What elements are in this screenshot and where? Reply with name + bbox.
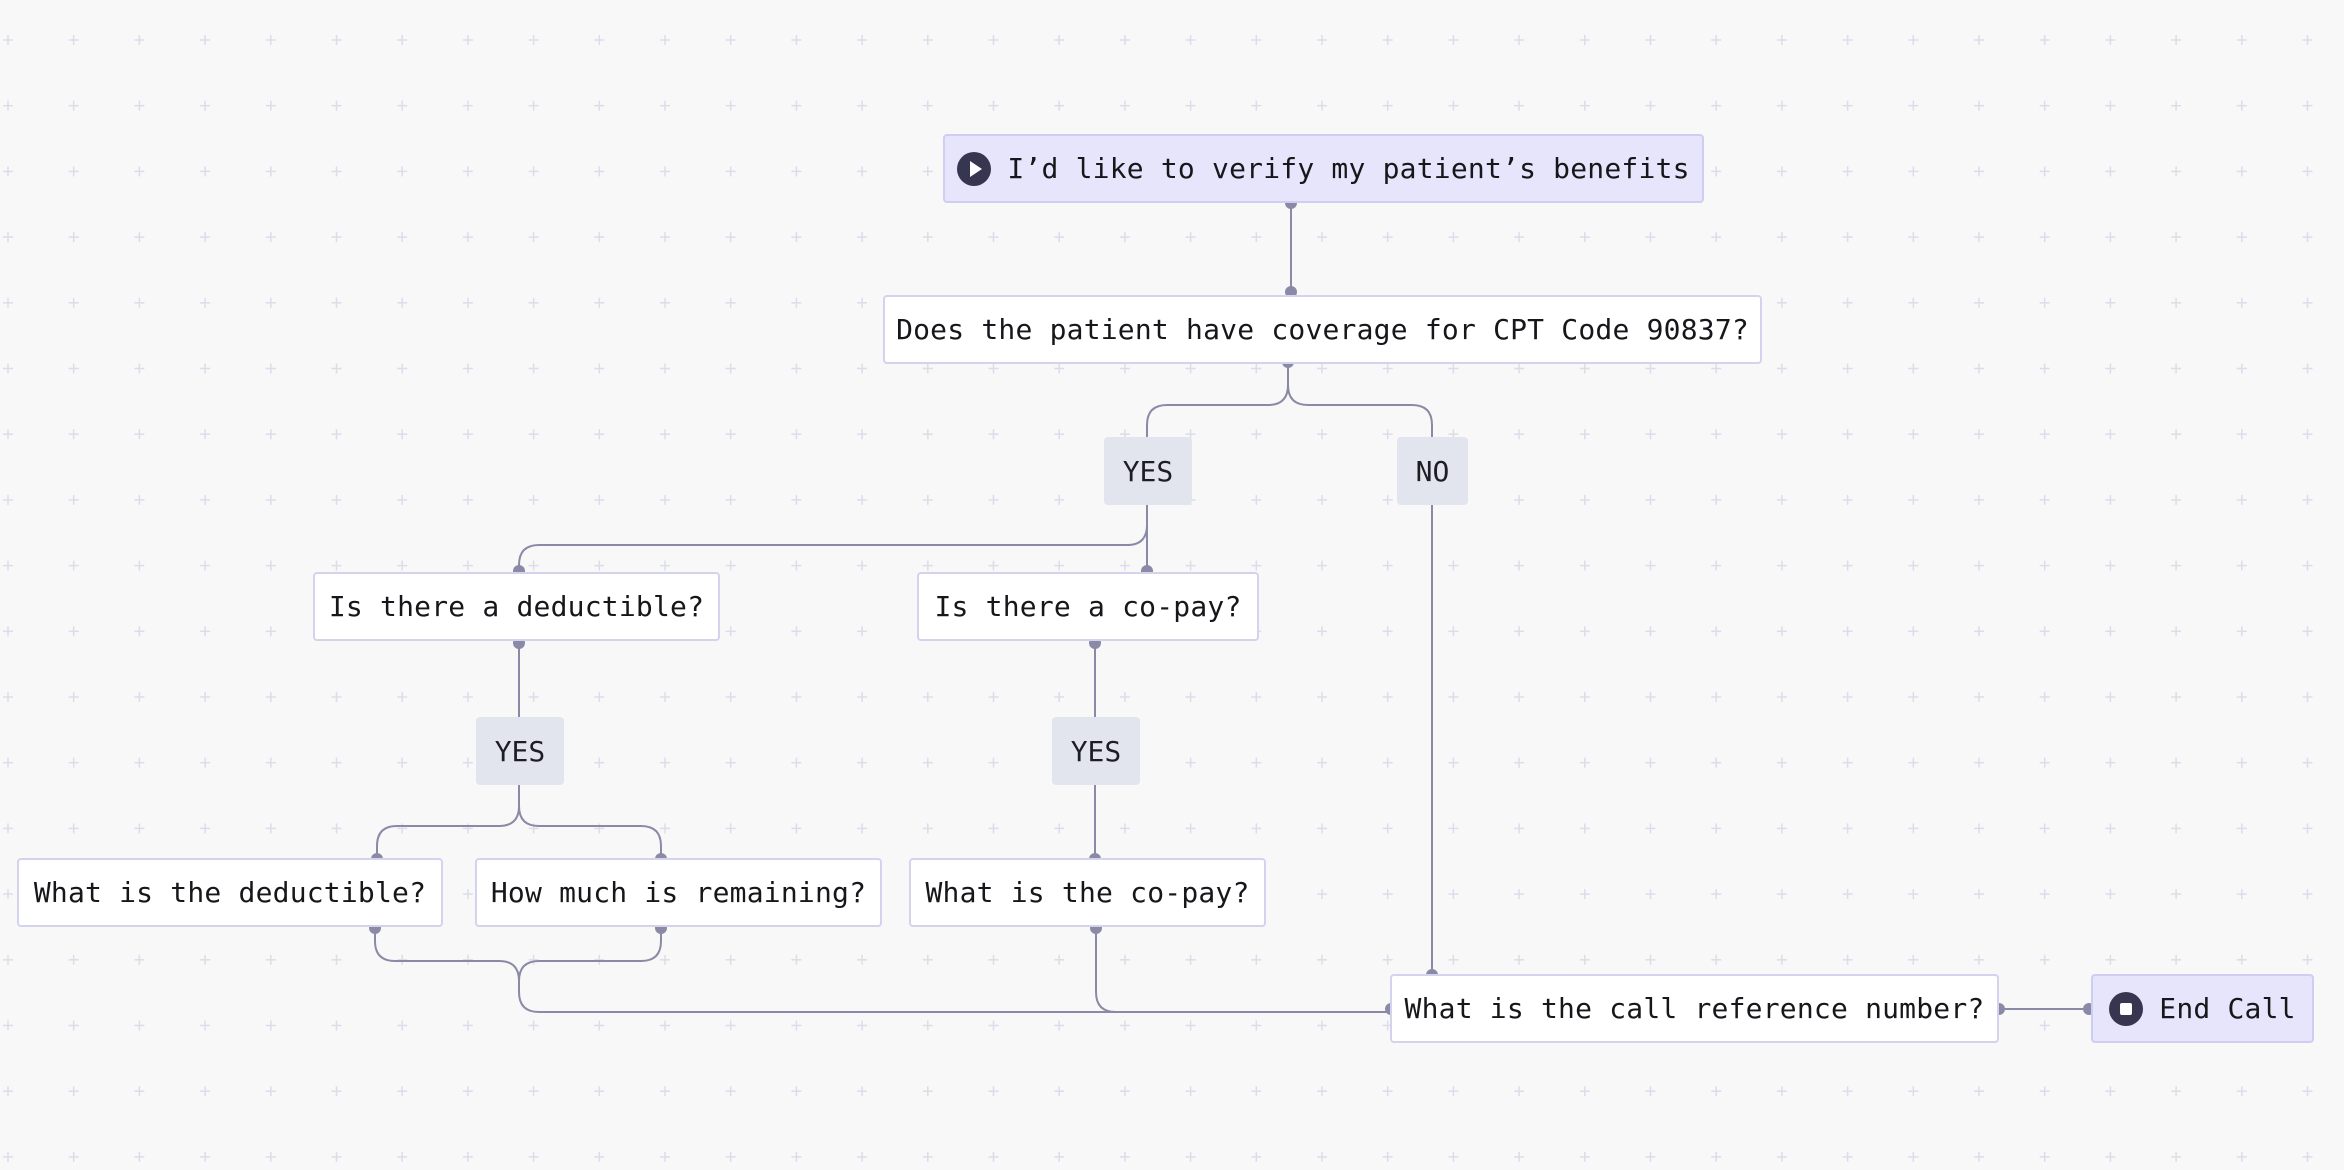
edge-yes-to-deductible (518, 505, 1148, 571)
reference-number-label: What is the call reference number? (1404, 992, 1985, 1025)
reference-number-node[interactable]: What is the call reference number? (1390, 974, 1999, 1043)
edge-copay-amount-to-reference (1095, 928, 1117, 1013)
coverage-yes-label: YES (1104, 437, 1192, 505)
copay-question-label: Is there a co-pay? (934, 590, 1242, 623)
edge-deductible-amount-to-reference (374, 928, 1390, 1013)
play-icon (957, 151, 992, 186)
start-node-label: I’d like to verify my patient’s benefits (1007, 152, 1690, 185)
edge-coverage-to-no (1287, 362, 1433, 437)
edge-yes-to-deductible-amount (376, 785, 520, 859)
edge-yes-to-remaining (518, 785, 662, 859)
remaining-node[interactable]: How much is remaining? (475, 858, 882, 927)
copay-question-node[interactable]: Is there a co-pay? (917, 572, 1259, 641)
copay-yes-label: YES (1052, 717, 1140, 785)
copay-amount-node[interactable]: What is the co-pay? (909, 858, 1266, 927)
copay-amount-label: What is the co-pay? (925, 876, 1250, 909)
remaining-label: How much is remaining? (490, 876, 867, 909)
edge-remaining-to-reference (518, 928, 662, 982)
coverage-question-label: Does the patient have coverage for CPT C… (896, 313, 1749, 346)
end-call-label: End Call (2159, 992, 2296, 1025)
deductible-amount-label: What is the deductible? (33, 876, 427, 909)
deductible-question-label: Is there a deductible? (328, 590, 705, 623)
coverage-no-label: NO (1397, 437, 1468, 505)
deductible-amount-node[interactable]: What is the deductible? (17, 858, 443, 927)
start-node[interactable]: I’d like to verify my patient’s benefits (943, 134, 1704, 203)
coverage-question-node[interactable]: Does the patient have coverage for CPT C… (883, 295, 1762, 364)
deductible-question-node[interactable]: Is there a deductible? (313, 572, 720, 641)
edge-coverage-to-yes (1146, 362, 1289, 437)
deductible-yes-label: YES (476, 717, 564, 785)
end-call-node[interactable]: End Call (2091, 974, 2314, 1043)
stop-icon (2109, 991, 2144, 1026)
